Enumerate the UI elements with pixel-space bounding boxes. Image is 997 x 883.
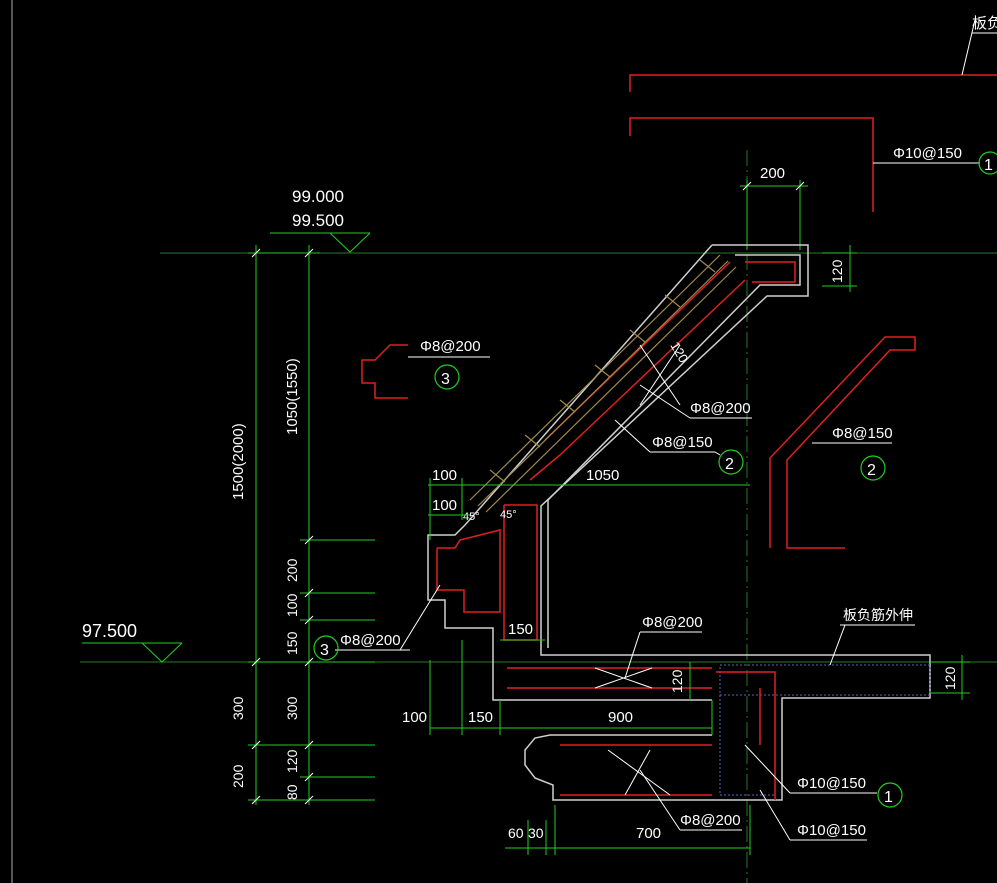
rebar-label-slab: Φ8@200 (642, 614, 703, 631)
svg-text:99.500: 99.500 (292, 211, 344, 230)
svg-text:100: 100 (402, 709, 427, 726)
svg-text:3: 3 (320, 642, 329, 659)
svg-text:120: 120 (667, 339, 691, 365)
slab-ext-label: 板负筋外伸 (843, 607, 913, 623)
svg-text:3: 3 (441, 371, 450, 388)
dim-top-200 (740, 180, 808, 250)
top-right-label: 板负筋 (972, 14, 997, 32)
rebar-label-detail-2: Φ8@150 (832, 425, 893, 442)
rebar-label-bottom-1: Φ10@150 (797, 775, 866, 792)
svg-text:150: 150 (284, 631, 300, 655)
callout-bubble (978, 151, 997, 175)
rebar-detail-3 (361, 344, 408, 399)
cross-rebars (594, 344, 681, 796)
rebar-label-cross: Φ8@200 (690, 400, 751, 417)
svg-text:1050(1550): 1050(1550) (284, 358, 301, 435)
rebar-label-slope: Φ8@150 (652, 434, 713, 451)
rebar-detail-2 (769, 336, 916, 549)
svg-text:300: 300 (284, 696, 300, 720)
svg-text:2: 2 (725, 456, 734, 473)
svg-text:100: 100 (432, 467, 457, 484)
svg-text:80: 80 (284, 784, 300, 800)
slab-hatch (716, 664, 931, 800)
label-leader (961, 19, 976, 76)
svg-text:300: 300 (230, 696, 246, 720)
rebar-label-bottom-2: Φ10@150 (797, 822, 866, 839)
svg-text:45°: 45° (500, 509, 517, 521)
concrete-section-outline (427, 244, 931, 801)
rebar-label-detail-3: Φ8@200 (420, 338, 481, 355)
svg-text:60: 60 (508, 825, 524, 841)
svg-text:2: 2 (867, 462, 876, 479)
svg-text:99.000: 99.000 (292, 187, 344, 206)
svg-text:100: 100 (432, 497, 457, 514)
svg-text:200: 200 (230, 764, 246, 788)
svg-text:120: 120 (829, 259, 845, 283)
rebar-label-left: Φ8@200 (340, 632, 401, 649)
rebar-label-gutter: Φ8@200 (680, 812, 741, 829)
level-lines (80, 150, 997, 883)
svg-text:100: 100 (284, 593, 300, 617)
svg-text:700: 700 (636, 825, 661, 842)
dim-bottom (429, 640, 751, 855)
dim-chain-left (248, 245, 375, 805)
dim-mid (428, 478, 750, 540)
svg-text:120: 120 (942, 666, 958, 690)
svg-text:1050: 1050 (586, 467, 619, 484)
upper-slab-rebar (629, 74, 997, 212)
svg-text:120: 120 (669, 669, 685, 693)
dim-chain-left-ticks (251, 248, 314, 805)
elevation-marker-top: 99.000 99.500 (270, 187, 371, 253)
svg-text:200: 200 (760, 165, 785, 182)
rebar-label-top-right: Φ10@150 (893, 145, 962, 162)
svg-text:150: 150 (468, 709, 493, 726)
svg-text:150: 150 (508, 621, 533, 638)
svg-text:1: 1 (984, 157, 993, 174)
svg-text:900: 900 (608, 709, 633, 726)
svg-text:120: 120 (284, 749, 300, 773)
elevation-marker-left: 97.500 (82, 621, 183, 663)
svg-text:45°: 45° (463, 511, 480, 523)
svg-text:1: 1 (884, 789, 893, 806)
svg-text:30: 30 (528, 825, 544, 841)
roof-tiles (469, 254, 737, 513)
svg-text:200: 200 (284, 558, 300, 582)
svg-text:97.500: 97.500 (82, 621, 137, 641)
dim-right-120 (822, 245, 857, 292)
svg-text:1500(2000): 1500(2000) (230, 423, 247, 500)
